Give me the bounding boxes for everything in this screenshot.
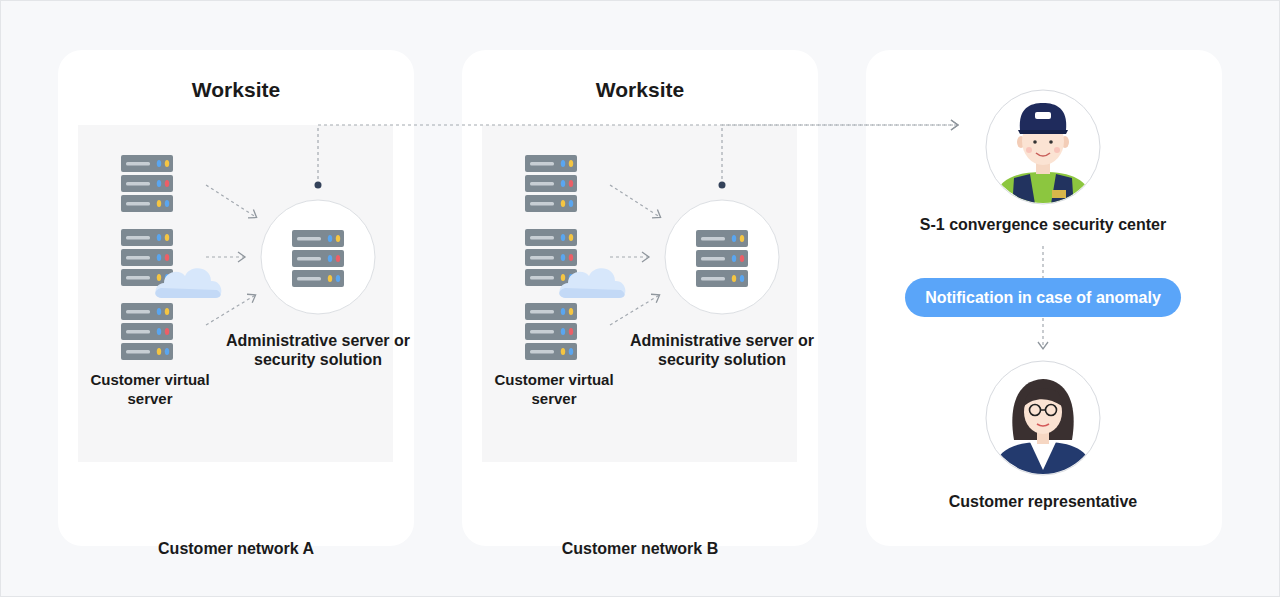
role-label: Customer representative xyxy=(893,491,1193,513)
admin-server-circle: Administrative server or security soluti… xyxy=(622,185,822,369)
server-label: Administrative server or security soluti… xyxy=(622,331,822,369)
dashed-connector xyxy=(206,295,256,325)
admin-server-circle: Administrative server or security soluti… xyxy=(218,185,418,369)
server-label: Customer virtual server xyxy=(492,370,616,408)
network-label: Customer network A xyxy=(58,538,414,560)
network-label: Customer network B xyxy=(462,538,818,560)
connector-dot xyxy=(315,182,322,189)
dashed-connector xyxy=(610,185,661,218)
panel-heading: Worksite xyxy=(58,77,414,103)
connector-line xyxy=(610,295,660,325)
dashed-connector xyxy=(206,257,245,258)
server-label: Administrative server or security soluti… xyxy=(218,331,418,369)
connector-line xyxy=(206,185,257,218)
connector-line xyxy=(318,125,958,185)
guard-avatar xyxy=(986,90,1100,210)
notification-pill: Notification in case of anomaly xyxy=(905,278,1181,317)
dashed-connector xyxy=(315,125,959,189)
role-label: S-1 convergence security center xyxy=(893,214,1193,236)
connector-dot xyxy=(719,182,726,189)
panel-heading: Worksite xyxy=(462,77,818,103)
virtual-server-group: Customer virtual server xyxy=(88,150,212,408)
server-label: Customer virtual server xyxy=(88,370,212,408)
representative-avatar: Customer representative xyxy=(893,361,1193,513)
connector-line xyxy=(206,256,245,257)
connector-line xyxy=(610,185,661,218)
connector-line xyxy=(610,256,649,257)
dashed-connector xyxy=(206,185,257,218)
worksite-panel: WorksiteCustomer network ACustomer virtu… xyxy=(58,50,414,546)
dashed-connector xyxy=(610,257,649,258)
dashed-connector xyxy=(719,125,959,189)
virtual-server-group: Customer virtual server xyxy=(492,150,616,408)
connector-line xyxy=(206,295,256,325)
connector-line xyxy=(722,125,958,185)
representative-avatar xyxy=(986,361,1100,480)
dashed-connector xyxy=(610,295,660,325)
worksite-panel: WorksiteCustomer network BCustomer virtu… xyxy=(462,50,818,546)
security-center-avatar: S-1 convergence security center xyxy=(893,90,1193,236)
